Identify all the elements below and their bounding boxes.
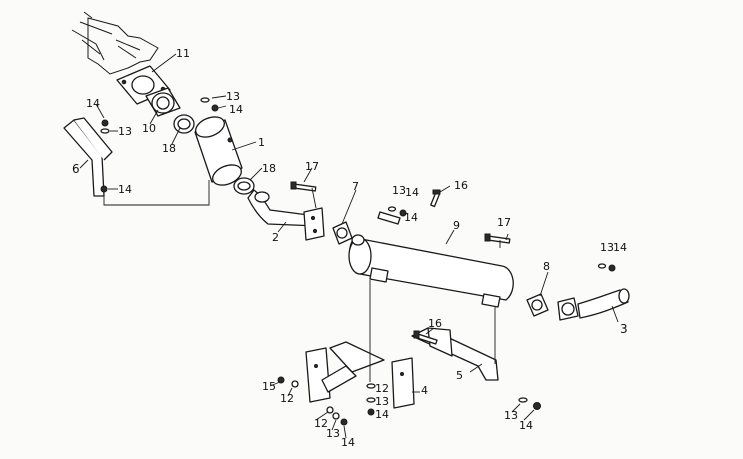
sealing-ring bbox=[233, 177, 255, 195]
callout-14-h: 14 bbox=[519, 419, 533, 432]
muffler bbox=[348, 234, 514, 308]
callout-16-b: 16 bbox=[428, 317, 442, 330]
muffler-mount-tab bbox=[377, 211, 401, 225]
callout-4: 4 bbox=[421, 384, 428, 397]
callout-7: 7 bbox=[352, 180, 359, 193]
callout-17-b: 17 bbox=[497, 216, 511, 229]
callout-13-e: 13 bbox=[375, 395, 389, 408]
callout-14-g: 14 bbox=[341, 436, 355, 449]
callout-8: 8 bbox=[543, 260, 550, 273]
intermediate-pipe bbox=[247, 189, 325, 241]
front-pipe bbox=[194, 116, 243, 186]
callout-6: 6 bbox=[72, 162, 80, 176]
callout-13-a: 13 bbox=[226, 90, 240, 103]
callout-12-b: 12 bbox=[280, 392, 294, 405]
callout-2: 2 bbox=[272, 231, 279, 244]
callout-12-c: 12 bbox=[314, 417, 328, 430]
callout-15: 15 bbox=[262, 380, 276, 393]
callout-13-c: 13 bbox=[392, 184, 406, 197]
callout-1: 1 bbox=[258, 136, 265, 149]
callout-5: 5 bbox=[456, 369, 463, 382]
gasket bbox=[526, 293, 549, 317]
callout-13-g: 13 bbox=[504, 409, 518, 422]
callout-12-a: 12 bbox=[375, 382, 389, 395]
hanger-bracket bbox=[305, 341, 415, 409]
callout-18-a: 18 bbox=[162, 142, 176, 155]
flange-gasket bbox=[116, 65, 171, 105]
callout-9: 9 bbox=[453, 219, 460, 232]
callout-14-d: 14 bbox=[405, 186, 419, 199]
callout-14-f: 14 bbox=[375, 408, 389, 421]
sealing-ring bbox=[173, 114, 195, 134]
callout-13-d: 13 bbox=[600, 241, 614, 254]
fasteners bbox=[100, 97, 616, 426]
leader-lines bbox=[79, 53, 619, 439]
callout-14-b: 14 bbox=[86, 97, 100, 110]
callout-10: 10 bbox=[142, 122, 156, 135]
callout-16-a: 16 bbox=[454, 179, 468, 192]
tail-pipe bbox=[557, 288, 630, 321]
engine-manifold-outline bbox=[71, 11, 159, 75]
callout-labels: 1 2 3 4 5 6 7 8 9 10 11 12 12 12 13 13 1… bbox=[72, 47, 628, 449]
gasket bbox=[332, 221, 353, 245]
callout-17-a: 17 bbox=[305, 160, 319, 173]
callout-13-b: 13 bbox=[118, 125, 132, 138]
callout-11: 11 bbox=[176, 47, 190, 60]
callout-14-a: 14 bbox=[229, 103, 243, 116]
pipe-flange bbox=[145, 87, 181, 117]
callout-14-e: 14 bbox=[613, 241, 627, 254]
callout-18-b: 18 bbox=[262, 162, 276, 175]
callout-14-i: 14 bbox=[404, 211, 418, 224]
callout-14-c: 14 bbox=[118, 183, 132, 196]
callout-3: 3 bbox=[620, 322, 628, 336]
callout-13-f: 13 bbox=[326, 427, 340, 440]
